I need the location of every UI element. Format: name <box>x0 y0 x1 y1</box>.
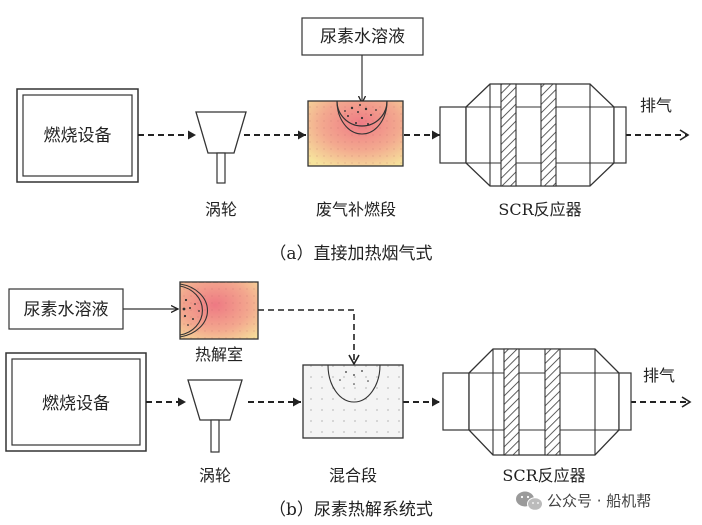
catalyst-layer-2-b <box>544 348 561 456</box>
diagram-a: 尿素水溶液 燃烧设备 涡轮 <box>16 17 690 264</box>
turbine-label-a: 涡轮 <box>205 200 237 219</box>
combustion-equipment-box-b: 燃烧设备 <box>5 352 147 452</box>
catalyst-layer-2-a <box>540 83 557 187</box>
scr-reactor-label-a: SCR反应器 <box>498 200 581 219</box>
ammonia-feed-arrow-head-b <box>348 354 360 366</box>
pyrolysis-chamber-label-b: 热解室 <box>195 345 243 364</box>
urea-solution-box-a: 尿素水溶液 <box>301 17 424 56</box>
exhaust-arrow-head-b <box>681 396 692 408</box>
combustion-equipment-label-a: 燃烧设备 <box>44 126 112 146</box>
turbine-b: 涡轮 <box>187 379 243 485</box>
pyrolysis-chamber-b: 热解室 <box>179 281 259 364</box>
exhaust-arrow-head-a <box>679 129 690 141</box>
afterburner-label-a: 废气补燃段 <box>316 200 396 219</box>
wechat-icon <box>516 491 543 511</box>
urea-solution-box-b: 尿素水溶液 <box>8 288 124 330</box>
exhaust-label-b: 排气 <box>643 366 675 385</box>
turbine-a: 涡轮 <box>195 111 247 219</box>
scr-reactor-label-b: SCR反应器 <box>502 466 585 485</box>
watermark: 公众号 · 船机帮 <box>516 491 651 511</box>
combustion-equipment-label-b: 燃烧设备 <box>42 394 110 414</box>
catalyst-layer-1-a <box>500 83 517 187</box>
combustion-equipment-box-a: 燃烧设备 <box>16 88 139 183</box>
watermark-text: 公众号 · 船机帮 <box>547 492 651 510</box>
scr-reactor-b: SCR反应器 <box>442 348 632 485</box>
scr-reactor-a: SCR反应器 <box>439 83 627 219</box>
urea-solution-label-a: 尿素水溶液 <box>320 27 405 47</box>
turbine-label-b: 涡轮 <box>199 466 231 485</box>
exhaust-label-a: 排气 <box>640 96 672 115</box>
caption-a: （a）直接加热烟气式 <box>269 244 432 264</box>
mixing-section-label-b: 混合段 <box>329 466 377 485</box>
urea-solution-label-b: 尿素水溶液 <box>24 300 109 320</box>
diagram-b: 尿素水溶液 热解室 燃烧设备 <box>5 281 692 520</box>
catalyst-layer-1-b <box>503 348 520 456</box>
caption-b: （b）尿素热解系统式 <box>269 500 433 520</box>
exhaust-afterburner-a: 废气补燃段 <box>307 100 404 219</box>
ammonia-feed-line-b <box>258 309 355 362</box>
mixing-section-b: 混合段 <box>302 364 404 485</box>
